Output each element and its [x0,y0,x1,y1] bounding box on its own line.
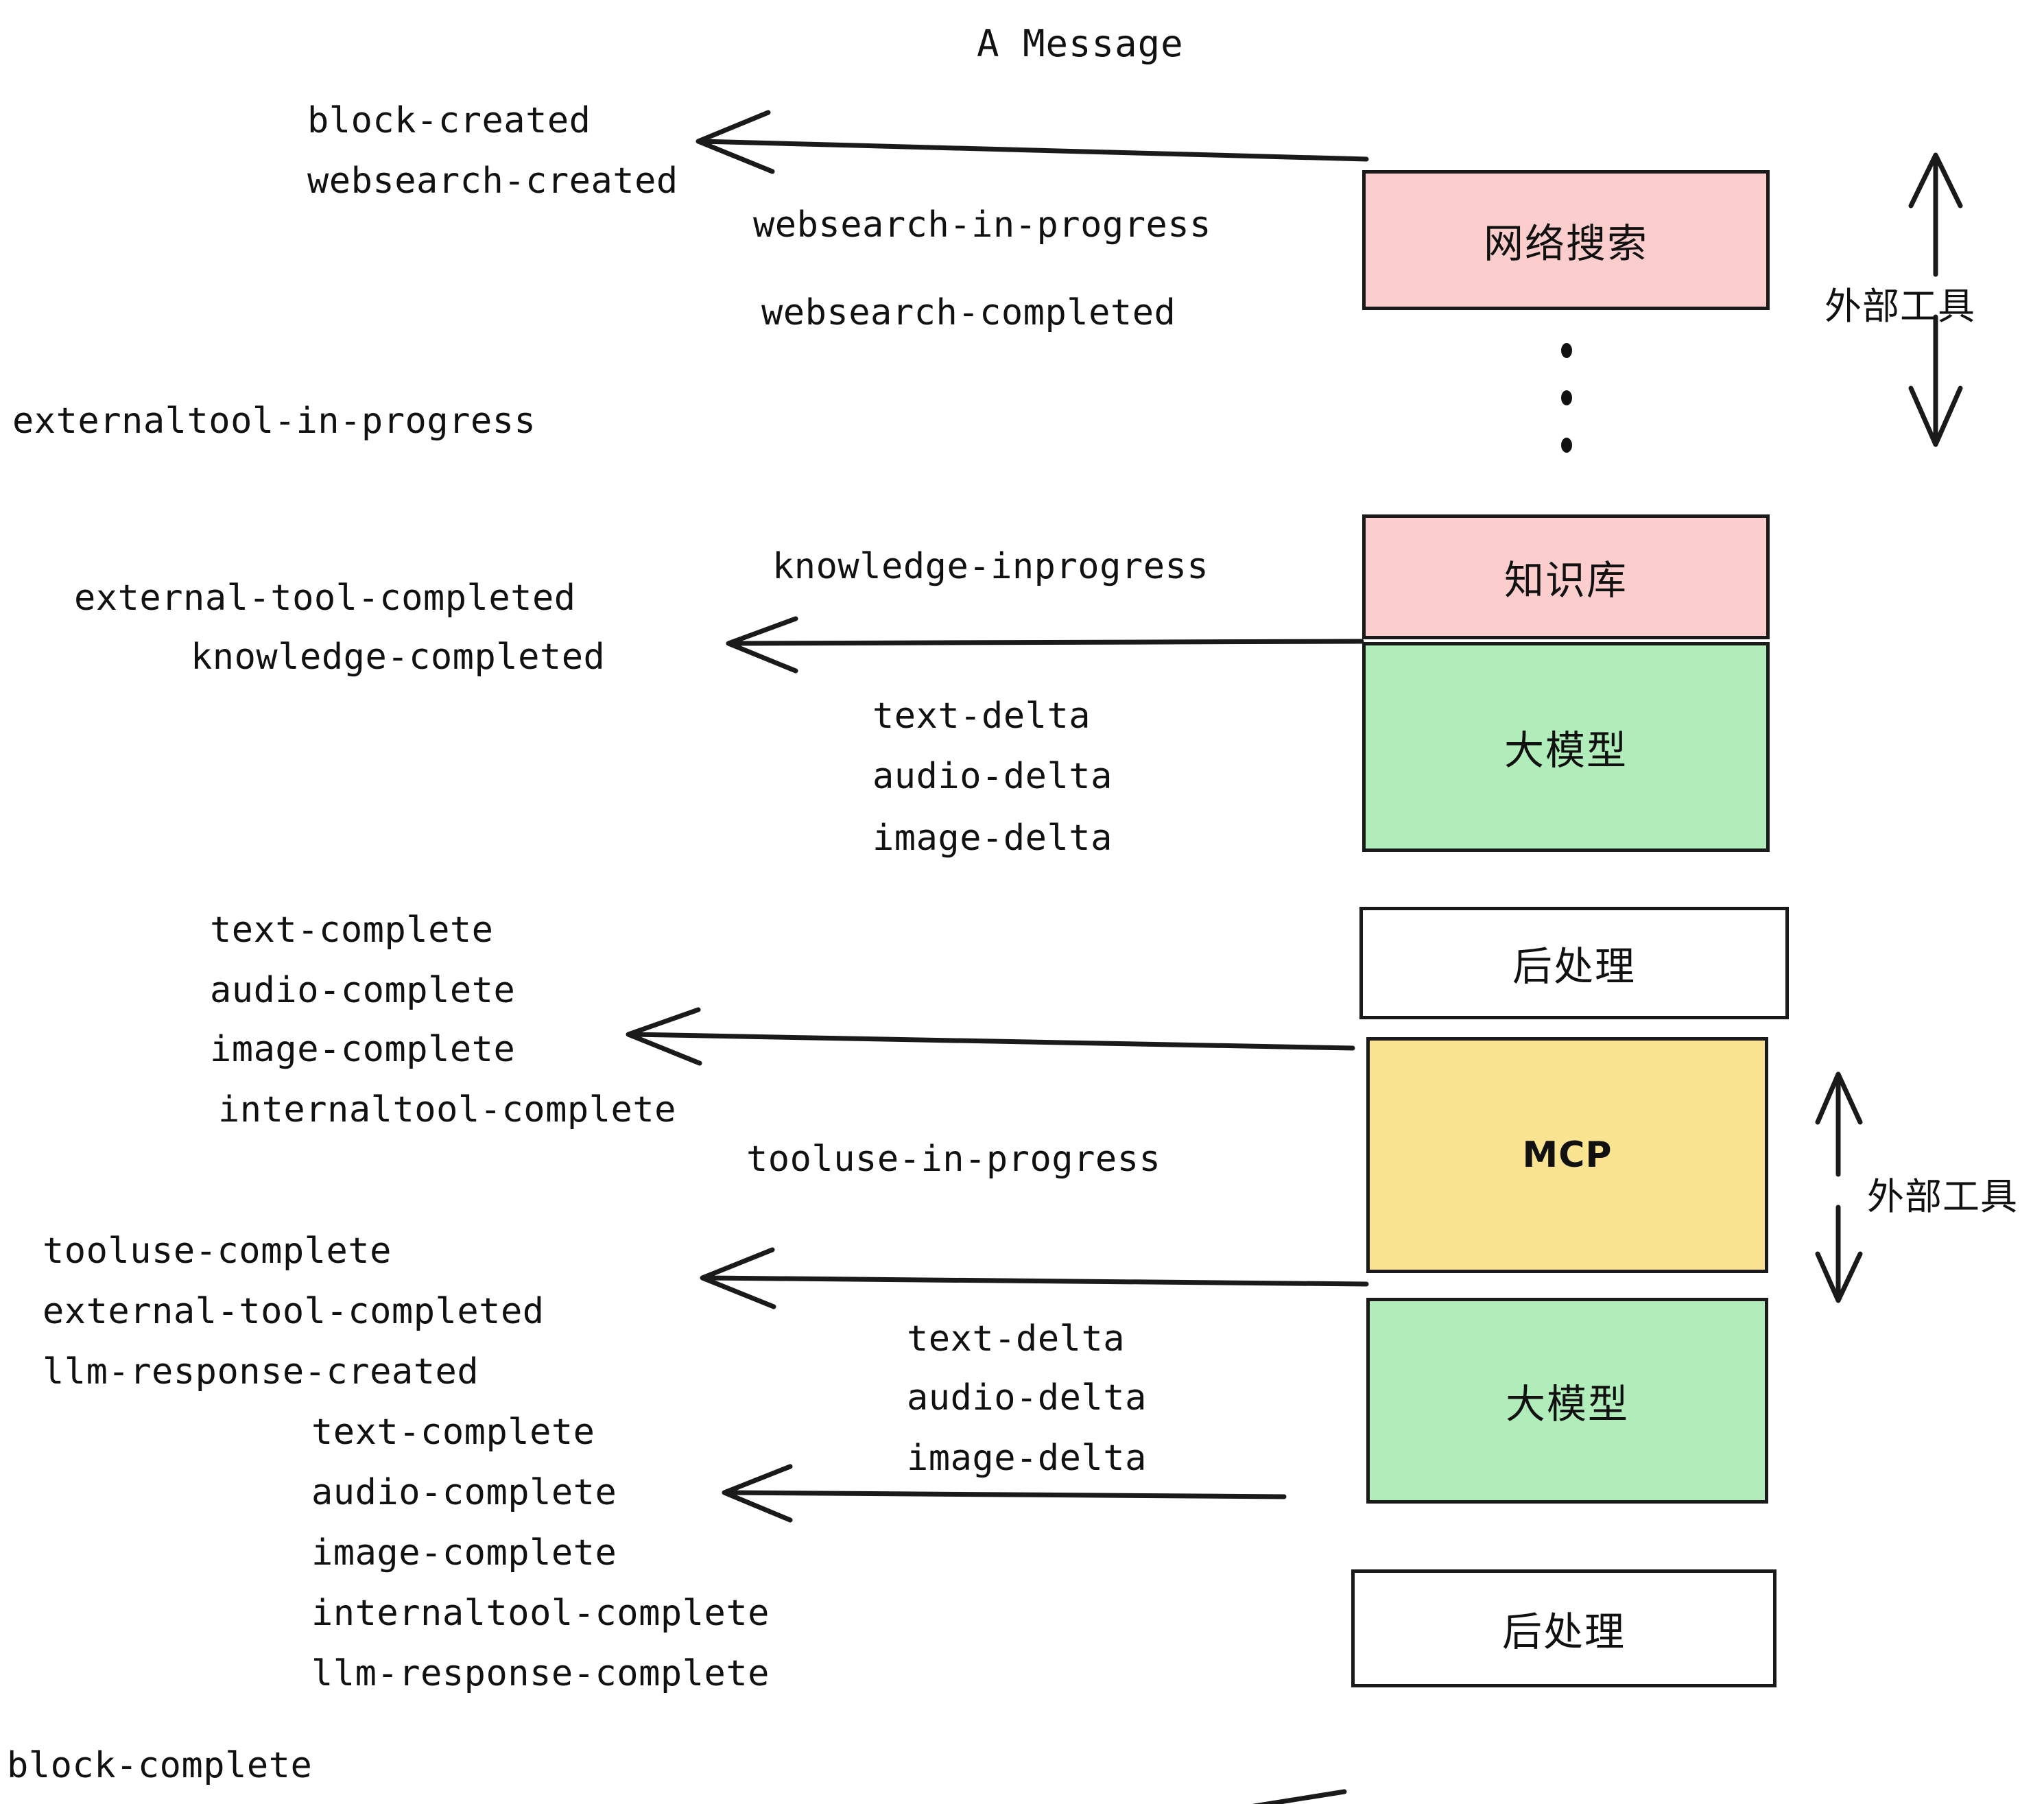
node-llm-2: 大模型 [1366,1298,1768,1504]
ellipsis-dot [1561,343,1572,358]
event-text-complete-1: text-complete [210,910,494,951]
event-audio-complete-2: audio-complete [311,1472,617,1513]
event-internaltool-complete-2: internaltool-complete [311,1593,770,1634]
arrow-llm2-to-audio-complete [722,1464,1287,1523]
vertical-ellipsis [1560,343,1573,453]
event-externaltool-in-progress: externaltool-in-progress [12,401,536,442]
node-postprocess-1: 后处理 [1359,907,1789,1019]
event-knowledge-inprogress: knowledge-inprogress [772,546,1209,587]
event-block-complete: block-complete [7,1745,313,1786]
event-image-complete-2: image-complete [311,1532,617,1574]
event-tooluse-in-progress: tooluse-in-progress [746,1139,1161,1180]
node-websearch: 网络搜索 [1362,170,1770,310]
event-websearch-completed: websearch-completed [761,292,1176,333]
event-tooluse-complete: tooluse-complete [43,1231,392,1272]
event-external-tool-completed-2: external-tool-completed [43,1291,545,1332]
node-knowledge-label: 知识库 [1504,557,1628,604]
event-knowledge-completed: knowledge-completed [191,637,606,678]
arrow-postprocess-to-block-complete [1252,1789,1347,1804]
event-llm-response-complete: llm-response-complete [311,1653,770,1694]
event-websearch-created: websearch-created [307,161,678,202]
event-internaltool-complete-1: internaltool-complete [218,1089,676,1130]
node-llm-1-label: 大模型 [1504,727,1628,774]
node-knowledge: 知识库 [1362,514,1770,639]
node-mcp: MCP [1366,1037,1768,1273]
arrow-knowledge-to-completed [726,616,1364,674]
node-llm-1: 大模型 [1362,642,1770,852]
node-postprocess-2-label: 后处理 [1501,1609,1626,1655]
event-image-delta-1: image-delta [872,818,1113,859]
node-websearch-label: 网络搜索 [1483,220,1648,267]
event-text-delta-1: text-delta [872,696,1091,737]
node-llm-2-label: 大模型 [1505,1381,1629,1427]
diagram-title: A Message [977,22,1184,65]
node-postprocess-1-label: 后处理 [1512,943,1636,990]
node-postprocess-2: 后处理 [1351,1569,1776,1687]
event-image-delta-2: image-delta [907,1438,1147,1479]
arrow-external-tools-top-down [1908,314,1963,447]
arrow-external-tools-bottom-up [1815,1071,1863,1177]
arrow-mcp-to-tooluse-complete [700,1247,1369,1309]
event-websearch-in-progress: websearch-in-progress [753,204,1211,246]
group-label-external-tools-top: 外部工具 [1825,285,1975,328]
group-label-external-tools-bottom: 外部工具 [1867,1175,2018,1218]
arrow-mcp-to-image-complete [626,1007,1355,1066]
arrow-websearch-to-block-created [696,110,1369,174]
arrow-external-tools-top-up [1908,152,1963,277]
event-text-complete-2: text-complete [311,1412,595,1453]
event-external-tool-completed-1: external-tool-completed [74,578,576,619]
node-mcp-label: MCP [1522,1135,1613,1176]
ellipsis-dot [1561,438,1572,453]
event-image-complete-1: image-complete [210,1029,516,1070]
ellipsis-dot [1561,390,1572,405]
event-audio-delta-2: audio-delta [907,1377,1147,1419]
event-block-created: block-created [307,100,591,141]
event-llm-response-created: llm-response-created [43,1351,479,1392]
arrow-external-tools-bottom-down [1815,1204,1863,1303]
event-audio-complete-1: audio-complete [210,970,516,1011]
event-text-delta-2: text-delta [907,1318,1126,1360]
event-audio-delta-1: audio-delta [872,756,1113,797]
